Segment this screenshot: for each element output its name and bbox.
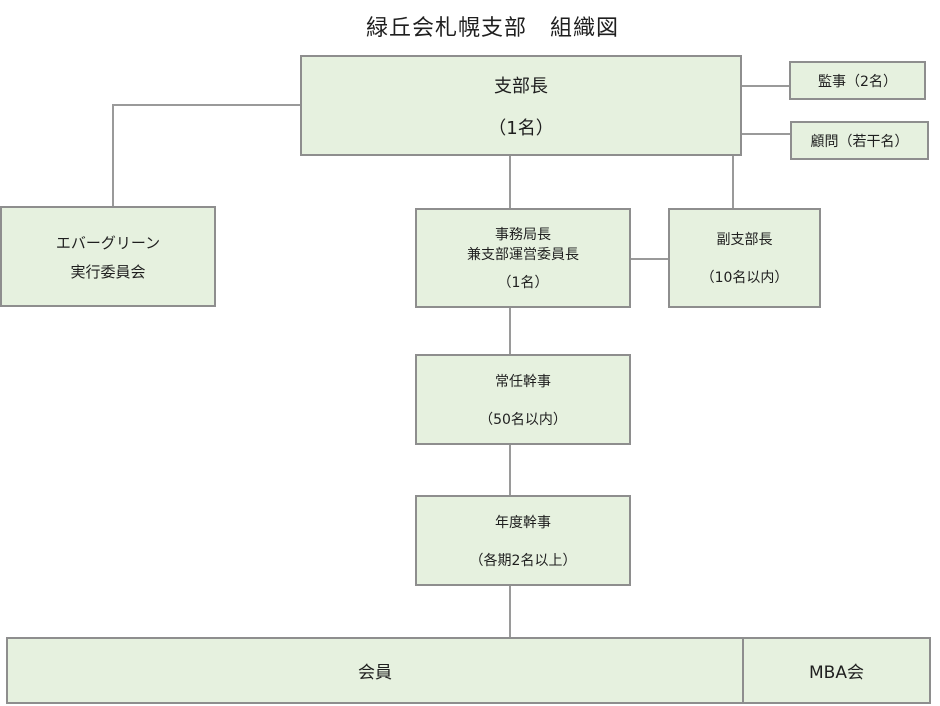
node-label-line2: 実行委員会 [70, 262, 146, 281]
node-count: （10名以内） [700, 270, 789, 286]
node-evergreen-committee: エバーグリーン 実行委員会 [0, 206, 216, 307]
node-count: （50名以内） [479, 411, 567, 428]
node-label-line1: エバーグリーン [55, 233, 161, 252]
node-secretary-general: 事務局長 兼支部運営委員長 （1名） [415, 208, 631, 308]
node-count: （各期2名以上） [469, 552, 577, 569]
node-label: 顧問（若干名） [810, 133, 909, 150]
node-label: 常任幹事 [495, 373, 551, 390]
node-label: 会員 [358, 663, 392, 683]
node-annual-secretary: 年度幹事 （各期2名以上） [415, 495, 631, 586]
node-label: 副支部長 [716, 232, 773, 248]
node-auditor: 監事（2名） [789, 61, 926, 100]
node-label-line2: 兼支部運営委員長 [467, 247, 579, 263]
node-vice-chief: 副支部長 （10名以内） [668, 208, 821, 308]
node-standing-secretary: 常任幹事 （50名以内） [415, 354, 631, 445]
node-label: MBA会 [809, 663, 864, 683]
node-count: （1名） [488, 117, 554, 139]
node-branch-chief: 支部長 （1名） [300, 55, 742, 156]
node-label: 支部長 [494, 75, 548, 97]
node-mba-association: MBA会 [742, 637, 931, 704]
node-label: 監事（2名） [818, 73, 897, 90]
page-title: 緑丘会札幌支部 組織図 [365, 16, 619, 41]
node-label-line1: 事務局長 [495, 227, 551, 243]
node-label: 年度幹事 [495, 514, 551, 531]
node-members: 会員 [6, 637, 744, 704]
node-count: （1名） [497, 275, 549, 291]
node-advisor: 顧問（若干名） [790, 121, 929, 160]
